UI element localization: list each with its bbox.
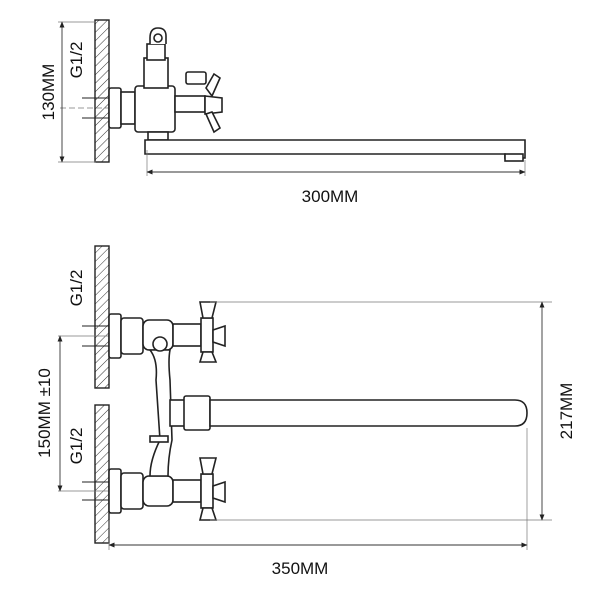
- side-thread-label: G1/2: [67, 42, 86, 79]
- side-height-label: 130MM: [39, 64, 58, 121]
- front-spout: [209, 399, 528, 427]
- front-wall-top: [94, 245, 110, 389]
- side-handle-stem: [174, 95, 206, 113]
- front-spout-nut: [183, 395, 211, 431]
- side-cross-handle: [204, 95, 223, 115]
- side-flange: [108, 87, 122, 129]
- front-view: G1/2 G1/2 150MM ±10 217MM 350MM: [35, 245, 576, 578]
- front-flange-top: [108, 313, 122, 359]
- front-center-distance-label: 150MM ±10: [35, 368, 54, 458]
- front-mixer-column: [148, 349, 173, 477]
- front-wall-bottom: [94, 404, 110, 544]
- front-valve-bottom: [142, 475, 174, 507]
- front-cross-handle-top: [199, 301, 218, 319]
- front-cross-handle-bottom: [199, 457, 218, 475]
- side-wall: [94, 19, 110, 163]
- front-thread-bottom-label: G1/2: [67, 428, 86, 465]
- side-body: [134, 85, 176, 133]
- front-spout-length-label: 350MM: [272, 559, 329, 578]
- side-spout: [144, 139, 526, 159]
- front-flange-bottom: [108, 468, 122, 514]
- front-thread-top-label: G1/2: [67, 270, 86, 307]
- side-view: 130MM G1/2 300MM: [39, 19, 526, 206]
- side-spout-length-label: 300MM: [302, 187, 359, 206]
- front-height-label: 217MM: [557, 383, 576, 440]
